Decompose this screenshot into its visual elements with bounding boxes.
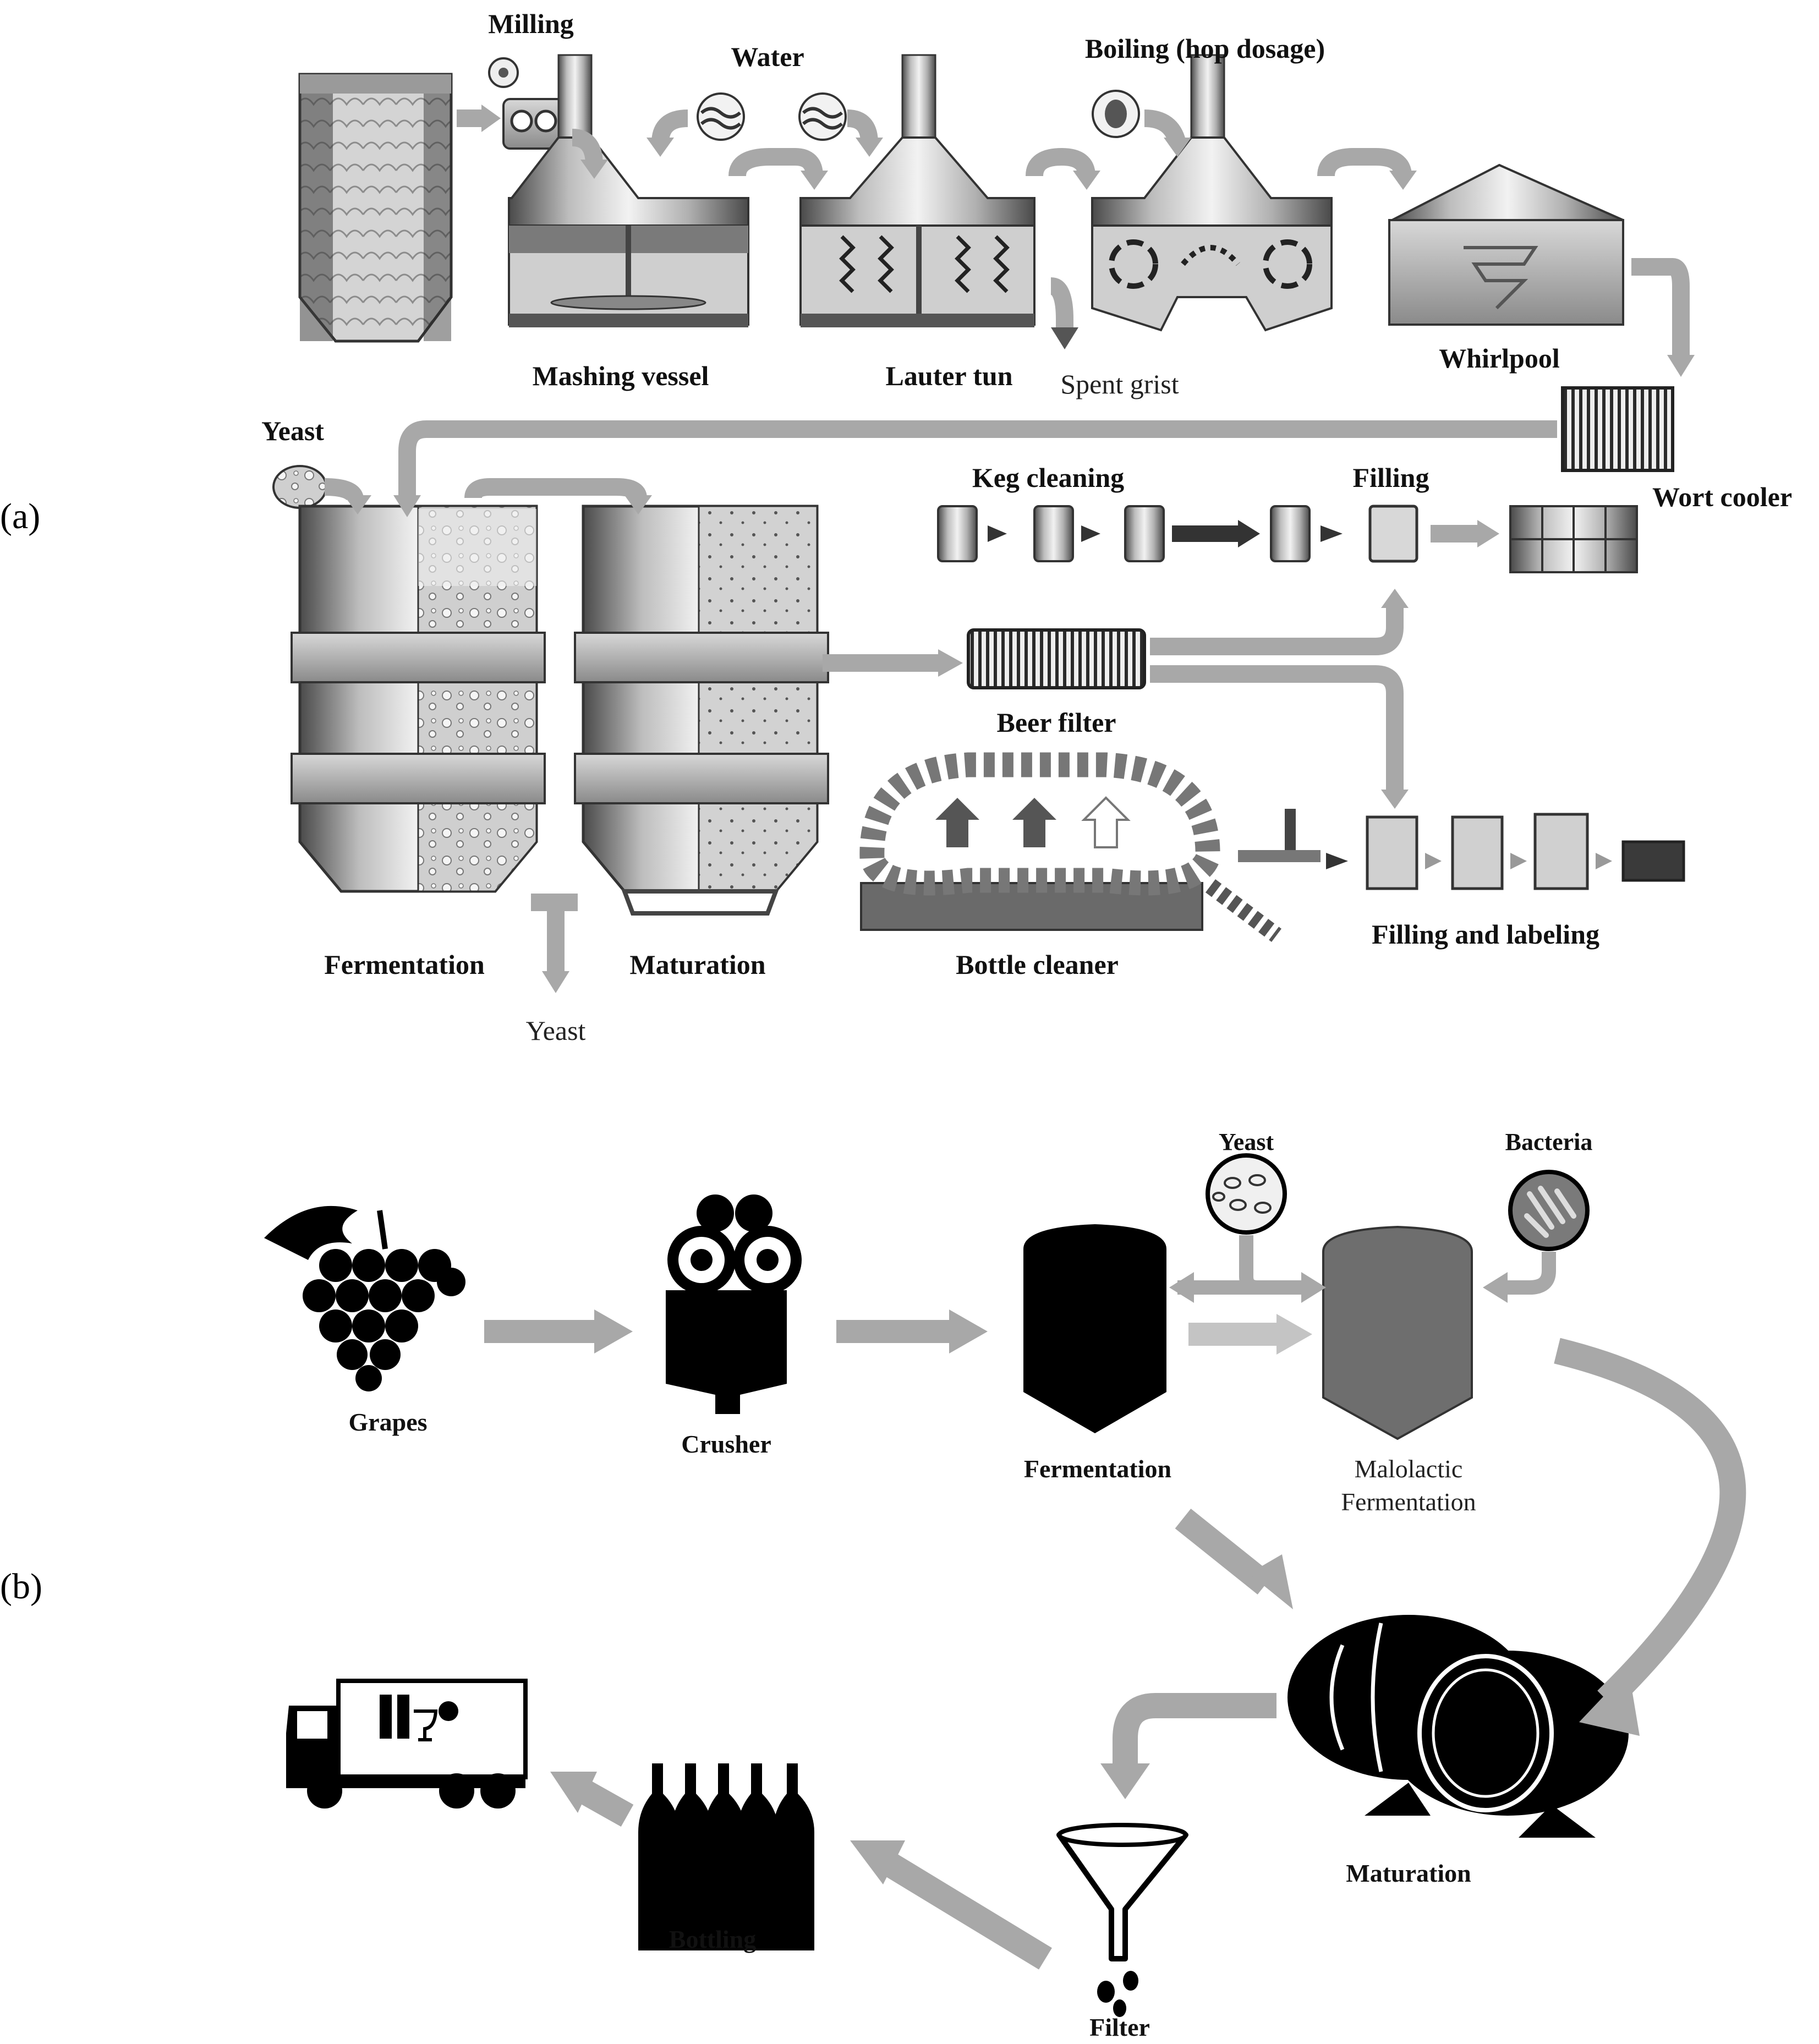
keg-cleaning-line-icon [937,505,1418,563]
malolactic-tank-icon [1322,1225,1473,1440]
arrow-lauter-boil [1026,147,1095,177]
arrow-fermentation-maturation [464,478,647,500]
label-yeast-out: Yeast [526,1015,586,1046]
label-maturation-b: Maturation [1346,1859,1471,1887]
label-malolactic-line1: Malolactic [1355,1455,1463,1483]
label-grapes: Grapes [348,1408,427,1436]
flow-arrowheads-b [550,1272,1640,1884]
arrow-bottling-truck [577,1779,634,1827]
delivery-truck-icon [286,1679,528,1809]
maturation-tank-icon [574,505,829,916]
grain-silo-icon [298,73,453,343]
grapes-icon [264,1205,465,1391]
wort-cooler-icon [1561,386,1674,472]
label-water: Water [731,41,804,72]
label-bacteria: Bacteria [1505,1128,1593,1155]
crusher-icon [666,1194,802,1414]
label-milling: Milling [488,8,574,39]
beer-filter-icon [967,628,1146,689]
panel-b: (b) [0,1128,1746,2041]
panel-a-tag: (a) [0,496,40,536]
yeast-b-icon [1206,1153,1287,1235]
arrow-boil-whirlpool [1317,148,1412,177]
arrow-filter-kegs [1150,605,1404,655]
arrow-cooler-fermentation [398,420,1557,498]
panel-a: (a) [0,8,1792,1046]
label-whirlpool: Whirlpool [1439,343,1560,374]
label-yeast-in: Yeast [261,415,324,446]
label-boiling: Boiling (hop dosage) [1085,33,1325,64]
bacteria-icon [1508,1170,1590,1251]
label-fermentation-a: Fermentation [324,949,485,980]
keg-pallet-icon [1509,505,1638,573]
fermentation-tank-icon [291,505,546,893]
label-yeast-b: Yeast [1219,1128,1274,1155]
arrow-yeast-out [531,894,578,974]
arrow-whirlpool-cooler [1631,258,1690,358]
label-crusher: Crusher [681,1430,771,1458]
label-filling-labeling: Filling and labeling [1372,919,1599,950]
label-mashing-vessel: Mashing vessel [533,360,709,391]
arrow-mash-lauter [728,148,823,177]
boil-kettle-icon [1091,54,1333,332]
arrow-bacteria-malolactic [1502,1252,1556,1295]
arrow-spent-grist [1049,277,1073,330]
label-fermentation-b: Fermentation [1024,1455,1171,1483]
wine-bottles-icon [638,1763,814,1950]
flow-arrowheads-a [344,105,1695,993]
arrow-filter-bottling [885,1854,1052,1970]
label-wort-cooler: Wort cooler [1652,481,1792,512]
label-beer-filter: Beer filter [997,707,1116,738]
label-lauter-tun: Lauter tun [885,360,1012,391]
label-bottling: Bottling [669,1925,756,1953]
water-icon-1 [697,92,745,141]
arrow-maturation-filter [1113,1693,1276,1766]
keg-line-arrows [988,520,1343,547]
arrow-yeast-split [1177,1235,1304,1295]
barrels-icon [1287,1615,1629,1838]
label-maturation-a: Maturation [629,949,765,980]
panel-b-tag: (b) [0,1566,42,1607]
bottle-cleaner-icon [859,752,1281,942]
arrow-malolactic-maturation [1554,1338,1746,1710]
mashing-vessel-icon [508,54,749,327]
label-filling: Filling [1353,462,1429,493]
label-bottle-cleaner: Bottle cleaner [956,949,1119,980]
filling-labeling-line-icon [1238,809,1685,890]
bottle-line-arrows [1326,853,1612,869]
filter-funnel-icon [1056,1823,1188,2017]
water-icon-2 [798,92,847,141]
label-malolactic-line2: Fermentation [1341,1488,1476,1516]
yeast-icon [272,465,327,509]
label-keg-cleaning: Keg cleaning [972,462,1124,493]
label-filter: Filter [1089,2013,1150,2041]
arrow-filter-bottles [1150,665,1404,792]
fermentation-tank-b-icon [1023,1224,1166,1433]
label-spent-grist: Spent grist [1060,369,1179,399]
lauter-tun-icon [799,54,1035,327]
mill-icon [488,57,565,150]
whirlpool-icon [1388,163,1624,326]
